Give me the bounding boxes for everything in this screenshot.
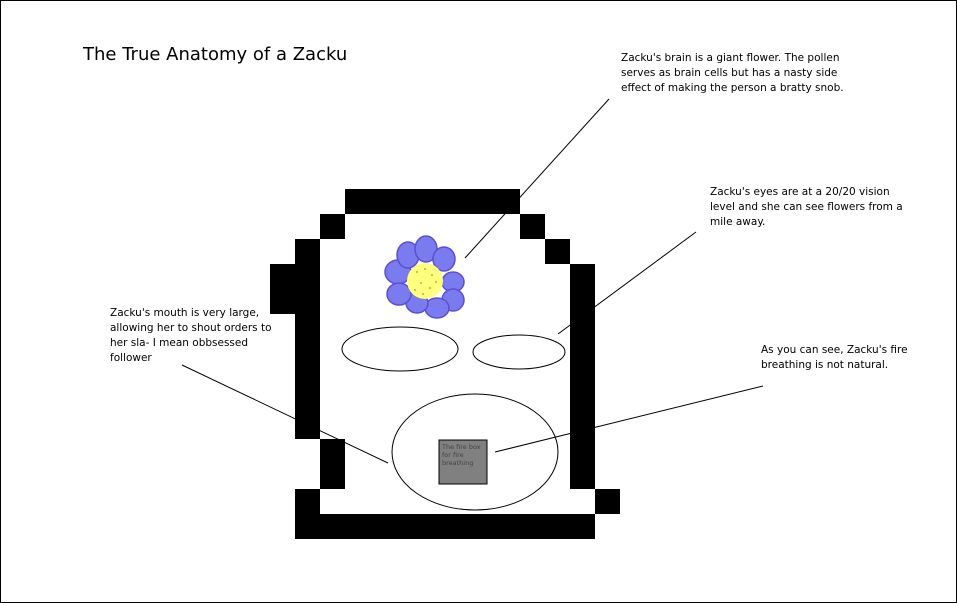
pointer-lines (181, 98, 764, 464)
head-outline (270, 189, 620, 539)
fire-annotation: As you can see, Zacku's fire breathing i… (761, 344, 908, 371)
mouth (391, 393, 559, 511)
brain-pointer-line (464, 98, 610, 259)
mouth-annotation: Zacku's mouth is very large, allowing he… (110, 307, 272, 364)
eyes-annotation: Zacku's eyes are at a 20/20 vision level… (710, 186, 903, 228)
eyes-pointer-line (557, 231, 697, 335)
left-eye (341, 326, 459, 372)
flower-petals (384, 235, 465, 319)
right-eye (472, 334, 566, 370)
flower-center (407, 263, 443, 299)
page-title: The True Anatomy of a Zacku (83, 44, 348, 65)
mouth-pointer-line (181, 364, 389, 464)
pollen-dots (414, 268, 437, 295)
fire-box (438, 439, 488, 485)
fire-pointer-line (494, 385, 764, 453)
fire-box-label: The fire box for fire breathing (442, 443, 481, 467)
brain-annotation: Zacku's brain is a giant flower. The pol… (621, 52, 844, 94)
flower-brain (384, 235, 465, 319)
